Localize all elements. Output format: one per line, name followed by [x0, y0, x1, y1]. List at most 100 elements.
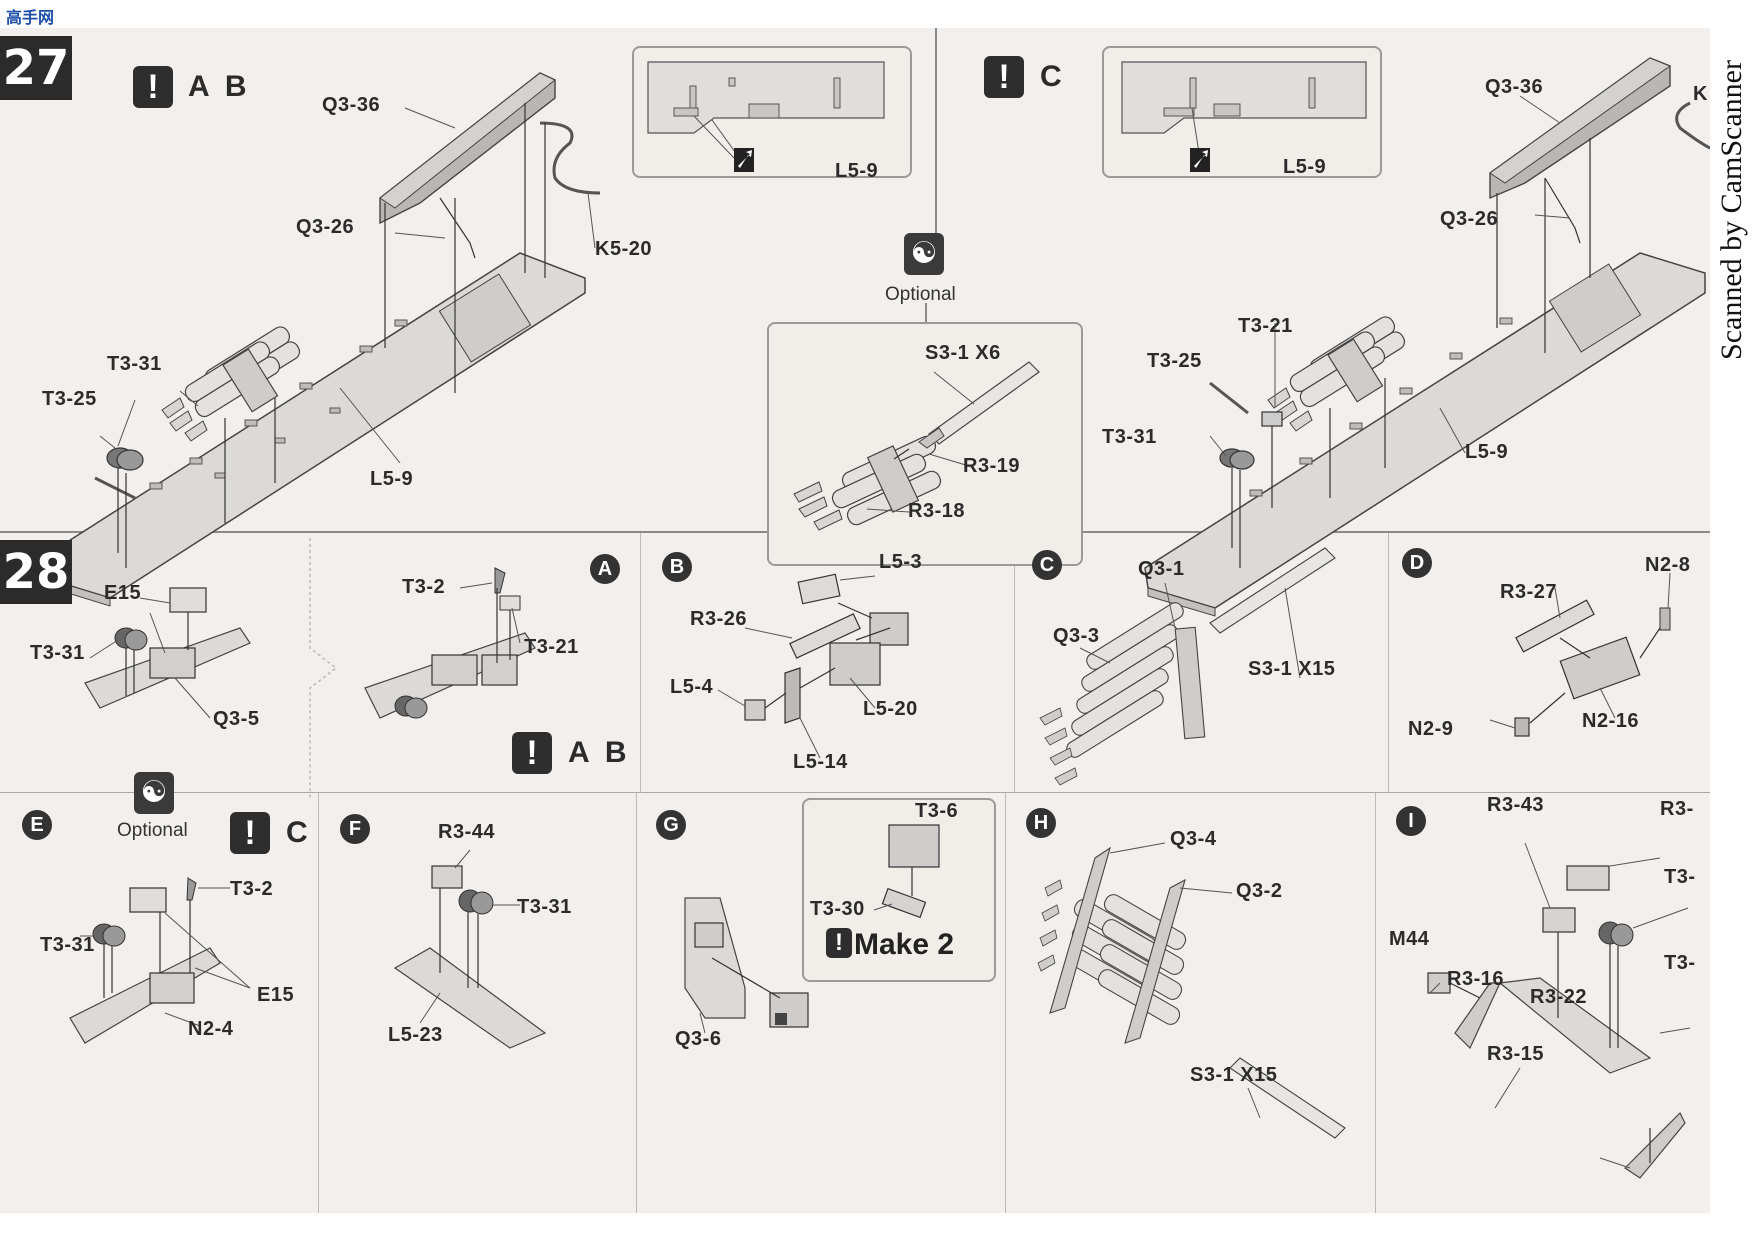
part-label-28e-n2-4: N2-4 [188, 1018, 234, 1040]
part-label-28d-n2-8: N2-8 [1645, 554, 1691, 576]
optional-part-label-s3-1-x6: S3-1 X6 [925, 342, 1001, 364]
part-label-28e-e15: E15 [257, 984, 295, 1006]
step-27-variant-c: C [1040, 60, 1066, 93]
variant-i-badge: I [1396, 806, 1426, 836]
part-label-28c-q3-1: Q3-1 [1138, 558, 1185, 580]
step-27-optional-inset [767, 322, 1083, 566]
part-label-c-q3-26: Q3-26 [1440, 208, 1499, 230]
part-label-28i-t3-cutoff-b: T3- [1664, 952, 1696, 974]
part-label-28b-l5-20: L5-20 [863, 698, 918, 720]
scanner-watermark: Scanned by CamScanner [1712, 40, 1752, 380]
part-label-28d-n2-16: N2-16 [1582, 710, 1639, 732]
warning-icon: ! [984, 56, 1024, 98]
inset-c-label-l5-9: L5-9 [1283, 156, 1327, 178]
optional-rocket-pod-illustration [793, 361, 1040, 531]
part-label-28i-r3-16: R3-16 [1447, 968, 1504, 990]
step-28-base-illustration [84, 587, 251, 719]
part-label-28g-t3-6: T3-6 [915, 800, 959, 822]
step-28-e-illustration [69, 877, 251, 1044]
part-label-c-t3-21: T3-21 [1238, 315, 1293, 337]
variant-g-badge: G [656, 810, 686, 840]
part-label-28i-r3-15: R3-15 [1487, 1043, 1544, 1065]
divider-row2-row3 [0, 792, 1710, 793]
part-label-28b-r3-26: R3-26 [690, 608, 747, 630]
variant-b-badge: B [662, 552, 692, 582]
divider-h [1005, 793, 1006, 1213]
step-28-c-illustration [1039, 547, 1336, 786]
variant-f-badge: F [340, 814, 370, 844]
step-28-i-illustration [1427, 842, 1691, 1179]
variant-d-badge: D [1402, 548, 1432, 578]
step-27-number: 27 [0, 36, 72, 100]
optional-part-label-r3-19: R3-19 [963, 455, 1020, 477]
optional-connector [925, 303, 927, 323]
part-label-28a-t3-2: T3-2 [402, 576, 446, 598]
inset-label-l5-9: L5-9 [835, 160, 879, 182]
warning-icon: ! [826, 928, 852, 958]
inset-plate-illustration [647, 61, 885, 172]
variant-a-badge: A [590, 554, 620, 584]
divider-c [1014, 533, 1015, 793]
inset-plate-c-illustration [1121, 61, 1367, 172]
divider-f [318, 793, 319, 1213]
part-label-c-l5-9: L5-9 [1465, 441, 1509, 463]
part-label-t3-25: T3-25 [42, 388, 97, 410]
part-label-28d-r3-27: R3-27 [1500, 581, 1557, 603]
divider-step27-center [935, 28, 937, 243]
part-label-c-k-cutoff: K [1693, 83, 1708, 105]
part-label-28i-r3-43: R3-43 [1487, 794, 1544, 816]
part-label-28b-l5-14: L5-14 [793, 751, 848, 773]
divider-i [1375, 793, 1376, 1213]
divider-g [636, 793, 637, 1213]
step-28-variant-c: C [286, 816, 312, 849]
part-label-28d-n2-9: N2-9 [1408, 718, 1454, 740]
part-label-28g-q3-6: Q3-6 [675, 1028, 722, 1050]
variant-c-badge: C [1032, 550, 1062, 580]
part-label-28f-t3-31: T3-31 [517, 896, 572, 918]
part-label-28f-l5-23: L5-23 [388, 1024, 443, 1046]
divider-b [640, 533, 641, 793]
part-label-28-e15: E15 [104, 582, 142, 604]
part-label-28e-t3-2: T3-2 [230, 878, 274, 900]
optional-yinyang-icon: ☯ [904, 233, 944, 275]
part-label-c-t3-31: T3-31 [1102, 426, 1157, 448]
make-two-note: !Make 2 [826, 928, 954, 962]
divider-d [1388, 533, 1389, 793]
part-label-28g-t3-30: T3-30 [810, 898, 865, 920]
step-28-h-illustration [1037, 842, 1346, 1139]
part-label-q3-36: Q3-36 [322, 94, 381, 116]
step-28-a-illustration [364, 567, 536, 719]
part-label-28h-q3-4: Q3-4 [1170, 828, 1217, 850]
step-27-variant-ab: A B [188, 70, 251, 103]
make-two-illustration [873, 824, 940, 919]
step-27-c-illustration [1144, 57, 1710, 617]
part-label-28-t3-31: T3-31 [30, 642, 85, 664]
step-27-optional-label: Optional [885, 284, 956, 305]
site-logo: 高手网 [6, 6, 68, 28]
part-label-28i-r3-22: R3-22 [1530, 986, 1587, 1008]
part-label-28e-t3-31: T3-31 [40, 934, 95, 956]
part-label-t3-31: T3-31 [107, 353, 162, 375]
part-label-28b-l5-4: L5-4 [670, 676, 714, 698]
part-label-q3-26: Q3-26 [296, 216, 355, 238]
step-28-g-illustration [684, 897, 809, 1034]
step-27-ab-detail-inset [632, 46, 912, 178]
step-28-b-illustration [717, 573, 909, 759]
instruction-sheet: 27 ! A B [0, 28, 1710, 1213]
part-label-28f-r3-44: R3-44 [438, 821, 495, 843]
step-28-d-illustration [1489, 572, 1671, 737]
warning-icon: ! [133, 66, 173, 108]
variant-e-badge: E [22, 810, 52, 840]
step-27-ab-illustration [41, 72, 601, 607]
make-two-label: Make 2 [854, 928, 955, 961]
warning-icon: ! [230, 812, 270, 854]
part-label-k5-20: K5-20 [595, 238, 652, 260]
step-28-variant-ab: A B [568, 736, 631, 769]
optional-yinyang-icon: ☯ [134, 772, 174, 814]
part-label-c-t3-25: T3-25 [1147, 350, 1202, 372]
step-28-optional-label: Optional [117, 820, 188, 841]
step-28-number: 28 [0, 540, 72, 604]
part-label-28a-t3-21: T3-21 [524, 636, 579, 658]
part-label-28i-m44: M44 [1389, 928, 1430, 950]
part-label-28h-s3-1-x15: S3-1 X15 [1190, 1064, 1278, 1086]
